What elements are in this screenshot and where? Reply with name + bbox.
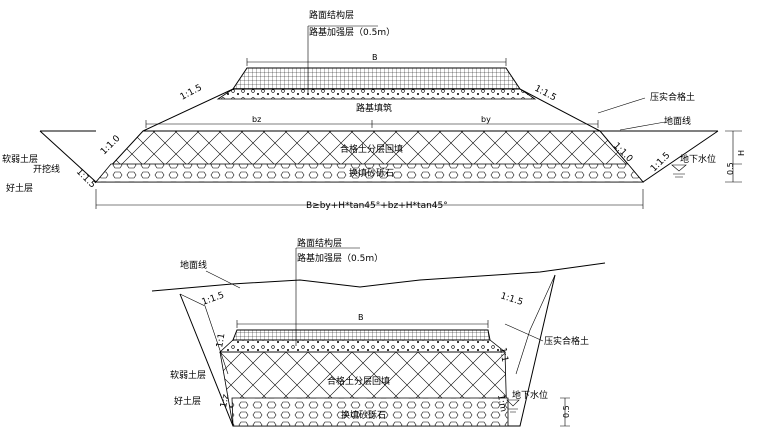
bottom-inner-slope-right: 1:1 bbox=[497, 347, 509, 363]
bottom-pavement-layer bbox=[232, 329, 491, 341]
bottom-slope-left: 1:1.5 bbox=[201, 291, 226, 308]
bottom-pavement-label: 路面结构层 bbox=[297, 237, 342, 249]
bottom-gravel-label: 换填砂砾石 bbox=[341, 409, 386, 421]
excavation-line-label: 开挖线 bbox=[33, 163, 60, 175]
top-depth-value: 0.5 bbox=[726, 162, 735, 175]
top-soft-soil-label: 软弱土层 bbox=[2, 153, 38, 165]
bottom-soft-soil-label: 软弱土层 bbox=[170, 369, 206, 381]
top-slope-lower-left-inner: 1:1.0 bbox=[99, 134, 123, 158]
bottom-ground-line bbox=[151, 262, 606, 292]
top-groundwater-label: 地下水位 bbox=[680, 153, 716, 165]
top-backfill-label: 合格土分层回填 bbox=[340, 143, 403, 155]
bottom-backfill-label: 合格土分层回填 bbox=[327, 375, 390, 387]
bottom-depth-value: 0.5 bbox=[562, 405, 571, 418]
bottom-lower-slope-right: 1:m bbox=[495, 394, 508, 413]
top-pavement-label: 路面结构层 bbox=[309, 9, 354, 21]
bottom-width-label: B bbox=[358, 313, 364, 322]
top-compacted-label: 压实合格土 bbox=[650, 91, 695, 103]
bz-label: bz bbox=[252, 115, 261, 124]
top-slope-upper-right: 1:1.5 bbox=[533, 84, 558, 104]
bottom-ground-line-label: 地面线 bbox=[180, 259, 207, 271]
bottom-groundwater-label: 地下水位 bbox=[512, 389, 548, 401]
top-good-soil-label: 好土层 bbox=[6, 182, 33, 194]
bottom-slope-right: 1:1.5 bbox=[499, 291, 524, 308]
top-slope-lower-left-outer: 1:1.5 bbox=[74, 167, 97, 190]
top-reinforce-label: 路基加强层（0.5m） bbox=[309, 26, 395, 38]
top-slope-upper-left: 1:1.5 bbox=[179, 83, 204, 103]
top-pavement-layer bbox=[232, 67, 521, 90]
bottom-compacted-label: 压实合格土 bbox=[544, 335, 589, 347]
bottom-cross-section: B 路面结构层 路基加强层（0.5m） 地面线 1:1.5 1:1.5 1:1 … bbox=[151, 237, 606, 427]
by-label: by bbox=[481, 115, 491, 124]
bottom-lower-slope-left: 1:z bbox=[219, 393, 231, 408]
bottom-good-soil-label: 好土层 bbox=[174, 395, 201, 407]
top-width-label: B bbox=[372, 53, 378, 62]
top-slope-lower-right-outer: 1:1.5 bbox=[649, 151, 672, 174]
top-ground-line-label: 地面线 bbox=[664, 115, 691, 127]
bottom-inner-slope-left: 1:1 bbox=[215, 333, 227, 349]
top-cross-section: B 路面结构层 路基加强层（0.5m） 路基填筑 bz by 合格土分层回填 换… bbox=[2, 9, 746, 211]
depth-h-label: H bbox=[737, 150, 746, 156]
top-gravel-label: 换填砂砾石 bbox=[349, 167, 394, 179]
top-reinforce-layer bbox=[216, 88, 537, 100]
top-embankment-label: 路基填筑 bbox=[356, 102, 392, 114]
bottom-reinforce-label: 路基加强层（0.5m） bbox=[297, 252, 383, 264]
width-formula-label: B≥by+H*tan45°+bz+H*tan45° bbox=[306, 201, 448, 211]
bottom-reinforce-layer bbox=[218, 339, 507, 353]
